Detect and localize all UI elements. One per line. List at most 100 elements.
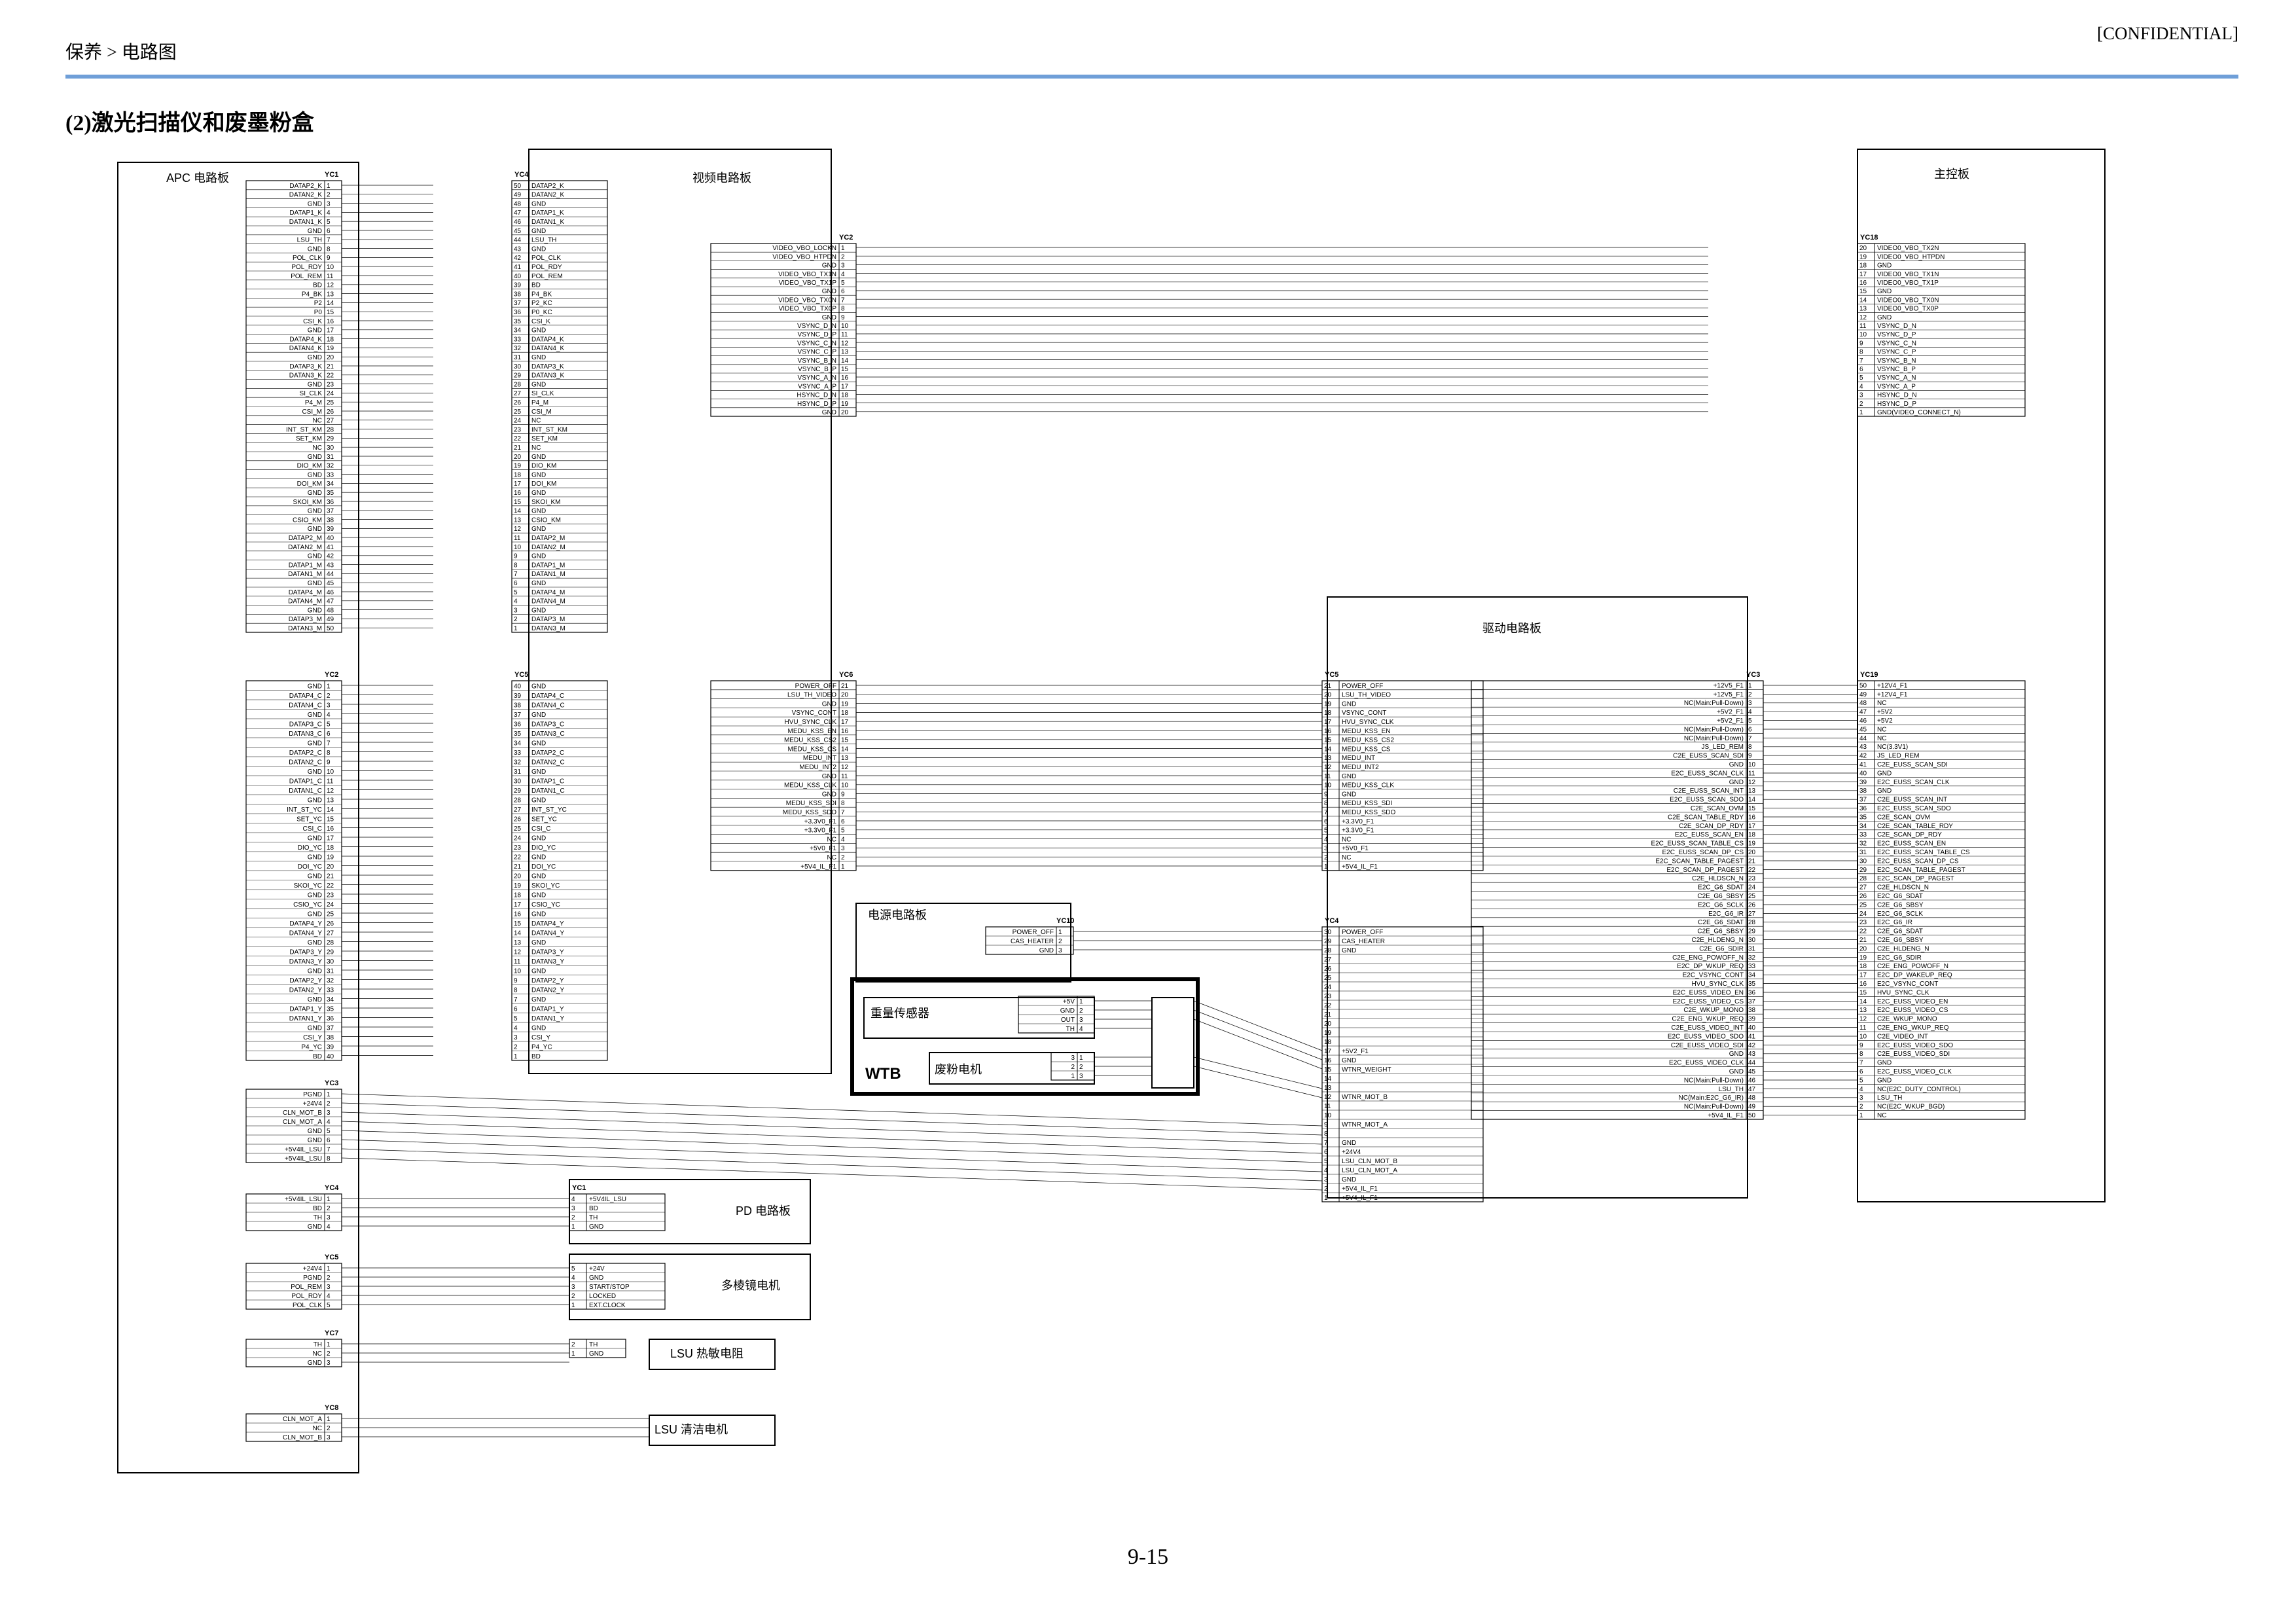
pin-number: 4	[327, 1293, 331, 1300]
pin-number: 24	[327, 390, 334, 397]
pin-label: GND	[1729, 1068, 1744, 1075]
pin-label: GND	[1877, 787, 1892, 795]
pin-number: 9	[327, 255, 331, 262]
pin-label: NC	[531, 444, 541, 452]
pin-number: 42	[327, 553, 334, 560]
pin-label: NC(E2C_DUTY_CONTROL)	[1877, 1086, 1961, 1093]
pin-number: 17	[1859, 271, 1867, 278]
pin-number: 33	[514, 749, 522, 757]
pin-label: C2E_G6_SBSY	[1697, 893, 1744, 900]
pin-number: 41	[514, 264, 522, 271]
pin-label: E2C_DP_WAKEUP_REQ	[1877, 972, 1952, 979]
pin-label: NC(Main:Pull-Down)	[1684, 1077, 1744, 1084]
pin-label: +5V2	[1877, 709, 1893, 716]
pin-label: LOCKED	[589, 1293, 616, 1300]
pin-number: 12	[1748, 779, 1756, 786]
pin-number: 20	[1748, 849, 1756, 856]
pin-label: VIDEO0_VBO_TX1N	[1877, 271, 1939, 278]
pin-number: 19	[1859, 253, 1867, 261]
pin-label: LSU_TH	[1877, 1094, 1902, 1102]
pin-label: GND	[1342, 1176, 1356, 1183]
pin-number: 7	[1324, 1140, 1328, 1147]
pin-number: 9	[1859, 340, 1863, 347]
pin-label: DATAN2_K	[289, 192, 323, 199]
pin-number: 14	[327, 806, 334, 814]
pin-number: 6	[327, 731, 331, 738]
pin-number: 13	[1859, 306, 1867, 313]
pin-number: 6	[514, 580, 518, 587]
pin-label: GND	[531, 911, 546, 918]
pin-label: DATAP2_Y	[289, 977, 322, 984]
pin-label: DOI_YC	[298, 863, 322, 871]
pin-number: 3	[1859, 1094, 1863, 1102]
pin-number: 38	[327, 1034, 334, 1041]
pin-label: E2C_G6_SDAT	[1698, 884, 1744, 892]
pin-label: GND	[308, 327, 322, 334]
pin-label: DATAP1_M	[531, 562, 565, 569]
wtb-outline	[850, 977, 1200, 1096]
pin-number: 2	[327, 1350, 331, 1358]
pin-number: 34	[514, 740, 522, 748]
pin-number: 26	[1324, 965, 1332, 973]
pin-label: +5V	[1063, 998, 1075, 1005]
pin-number: 13	[514, 939, 522, 947]
pin-label: C2E_G6_SBSY	[1877, 937, 1924, 944]
drive-board-outline	[1327, 596, 1748, 1199]
pin-label: E2C_SCAN_DP_PAGEST	[1666, 867, 1744, 874]
pin-number: 8	[841, 306, 845, 313]
pin-number: 8	[1859, 349, 1863, 356]
pin-number: 39	[327, 1044, 334, 1051]
pin-number: 1	[514, 1053, 518, 1060]
wire	[341, 1093, 1323, 1127]
connector-label: YC3	[1746, 671, 1760, 679]
pin-label: DATAN4_K	[289, 345, 323, 352]
pin-label: +24V	[589, 1265, 605, 1272]
pin-label: VSYNC_A_N	[798, 374, 836, 382]
pin-number: 10	[1859, 1033, 1867, 1040]
pin-number: 41	[327, 544, 334, 551]
pin-label: GND	[1039, 947, 1054, 954]
pin-label: VSYNC_B_N	[1877, 357, 1916, 365]
pin-number: 37	[327, 508, 334, 515]
pin-number: 6	[841, 818, 845, 825]
pin-label: +12V4_F1	[1877, 682, 1908, 689]
pin-number: 11	[841, 773, 848, 780]
pin-number: 9	[841, 791, 845, 798]
pin-number: 30	[327, 444, 334, 452]
pin-number: 12	[514, 949, 522, 956]
pin-label: E2C_EUSS_SCAN_DP_CS	[1662, 849, 1744, 856]
pin-label: VSYNC_D_P	[798, 331, 837, 338]
pin-label: DATAN3_K	[289, 372, 323, 380]
pin-number: 16	[841, 374, 849, 382]
pin-number: 9	[1324, 791, 1328, 798]
pin-label: CSI_C	[531, 825, 550, 833]
pin-number: 8	[514, 987, 518, 994]
pin-number: 4	[1079, 1026, 1083, 1033]
pin-number: 21	[514, 444, 522, 452]
connector-label: YC2	[839, 234, 853, 242]
pin-label: DATAP2_M	[289, 535, 322, 542]
pin-label: BD	[531, 282, 541, 289]
wire-bundle-power-yc10-drive-yc4	[1073, 931, 1322, 950]
pin-number: 9	[327, 759, 331, 767]
pin-number: 13	[1324, 1085, 1332, 1092]
pin-label: GND	[531, 508, 546, 515]
pin-label: GND	[822, 262, 836, 270]
pin-number: 4	[1324, 836, 1328, 843]
pin-label: MEDU_KSS_SDO	[1342, 809, 1395, 816]
connector-apc-yc2: YC21GND2DATAP4_C3DATAN4_C4GND5DATAP3_C6D…	[245, 671, 342, 1061]
pin-label: HVU_SYNC_CLK	[1692, 981, 1744, 988]
pin-number: 10	[1324, 1112, 1332, 1119]
pin-number: 27	[327, 930, 334, 937]
pin-label: NC	[313, 444, 322, 452]
pin-label: GND	[1342, 1140, 1356, 1147]
pin-label: DATAP3_C	[289, 721, 322, 729]
pin-number: 14	[327, 300, 334, 307]
pin-label: INT_ST_KM	[286, 426, 322, 433]
pin-label: GND	[308, 454, 322, 461]
pin-number: 2	[1859, 401, 1863, 408]
pin-number: 7	[1324, 809, 1328, 816]
pin-number: 49	[514, 192, 522, 199]
connector-label: YC4	[514, 171, 529, 179]
